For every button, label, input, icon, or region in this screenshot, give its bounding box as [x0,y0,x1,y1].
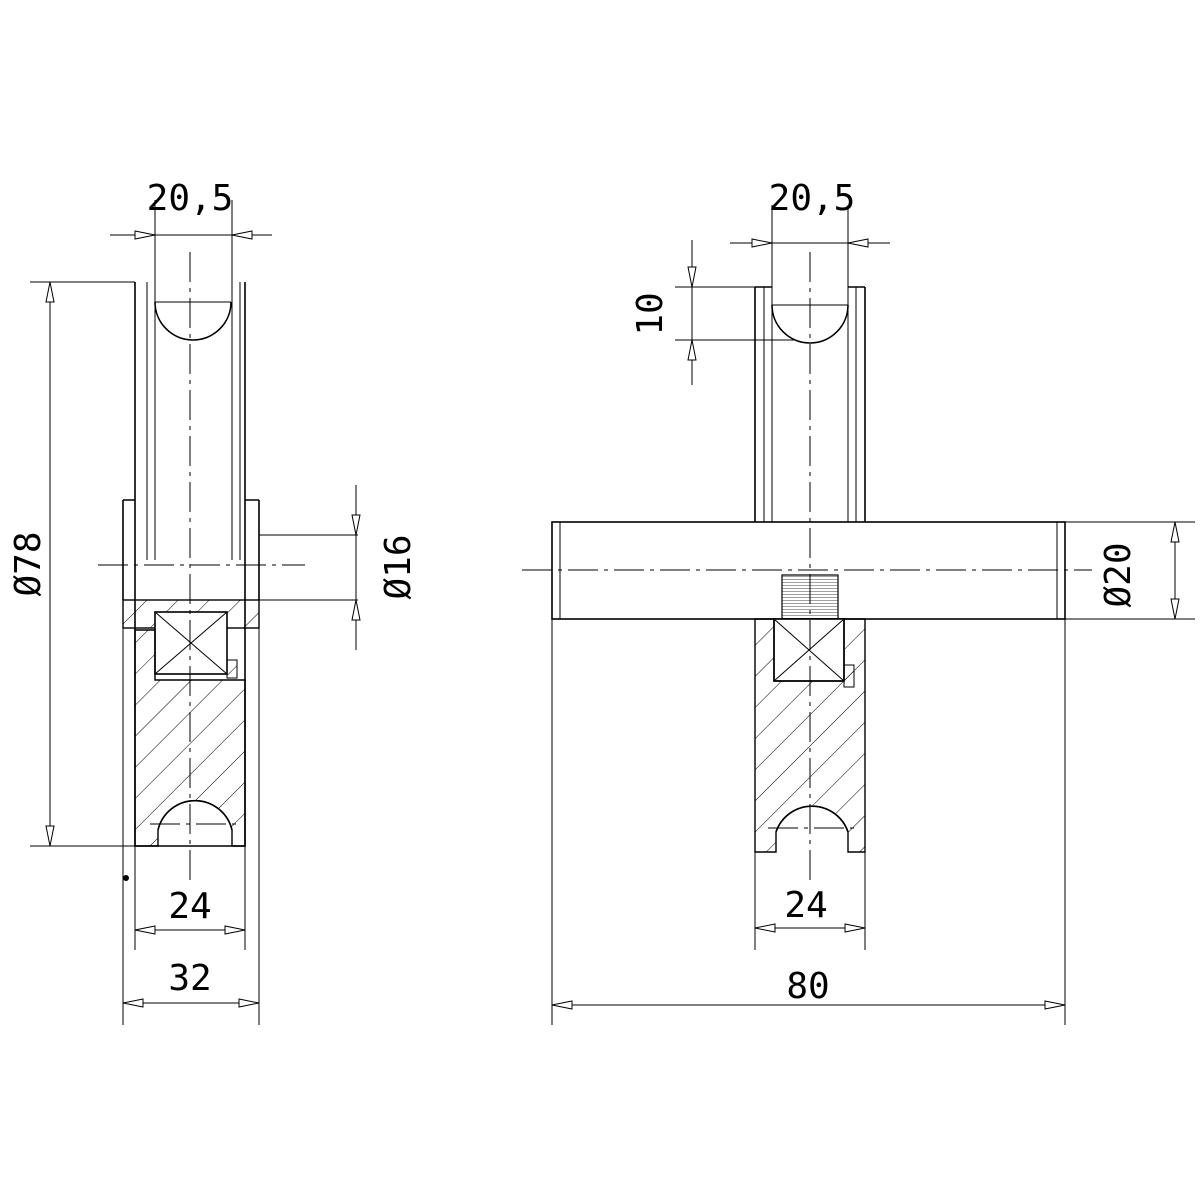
axle-length-label: 80 [786,966,829,1007]
bore-diameter-label: Ø16 [378,534,419,599]
total-width-label: 32 [168,958,211,999]
groove-depth-label: 10 [630,292,671,335]
bearing-left [154,611,228,675]
wheel-outline [134,282,246,847]
axle-view [522,252,1092,880]
groove-width-label: 20,5 [147,178,234,219]
side-view-dimensions: 20,5 Ø78 Ø16 24 32 [8,178,419,1025]
groove-width-label-right: 20,5 [769,178,856,219]
bearing-right [773,618,845,682]
wheel-width-label: 24 [784,885,827,926]
axle-view-dimensions: 20,5 10 Ø20 24 80 [551,178,1195,1025]
top-groove [154,301,232,341]
side-view [98,252,358,881]
outer-diameter-label: Ø78 [8,531,49,596]
hub-width-label: 24 [168,886,211,927]
axle-diameter-label: Ø20 [1098,542,1139,607]
